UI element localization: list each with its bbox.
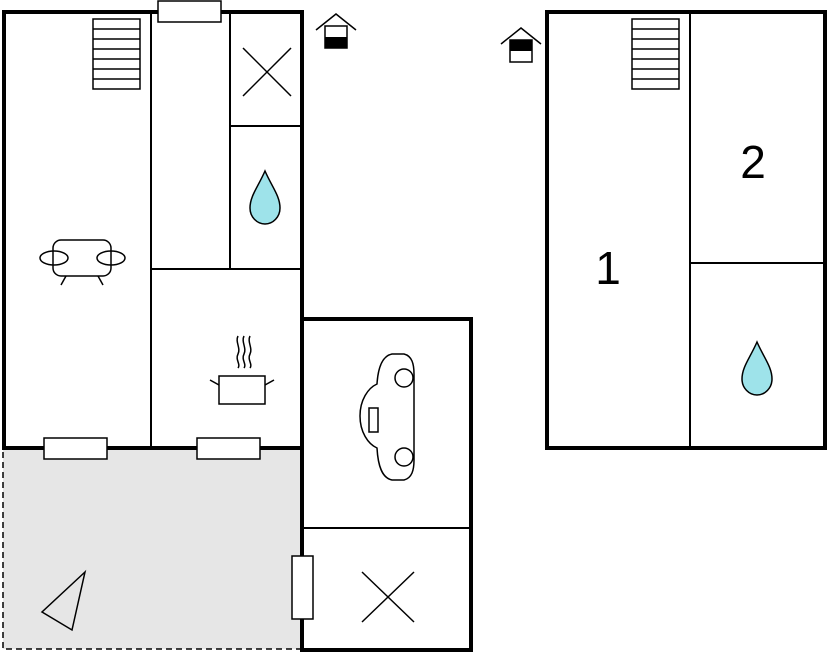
compass-icon [40,569,87,632]
car-icon [359,353,415,481]
ground-floor [2,0,473,652]
water-drop-icon [249,169,281,225]
water-drop-icon [741,340,773,396]
cross-icon [361,571,415,623]
upper-floor-outline [545,10,827,450]
kitchen-pot-icon [209,335,275,405]
cross-icon [242,47,292,97]
sofa-icon [39,239,126,286]
stairs-icon [92,18,141,90]
house-upper-level-icon [500,27,542,63]
room-label-1: 1 [595,242,621,294]
house-ground-level-icon [315,13,357,49]
room-label-2: 2 [740,136,766,188]
terrace-area [2,447,303,650]
window-icon [196,437,261,460]
window-icon [43,437,108,460]
ground-floor-outline [2,10,304,450]
garage-outline [300,317,473,652]
window-icon [291,555,314,620]
window-icon [157,0,222,23]
stairs-icon [631,18,680,90]
upper-floor: 1 2 [545,10,827,450]
